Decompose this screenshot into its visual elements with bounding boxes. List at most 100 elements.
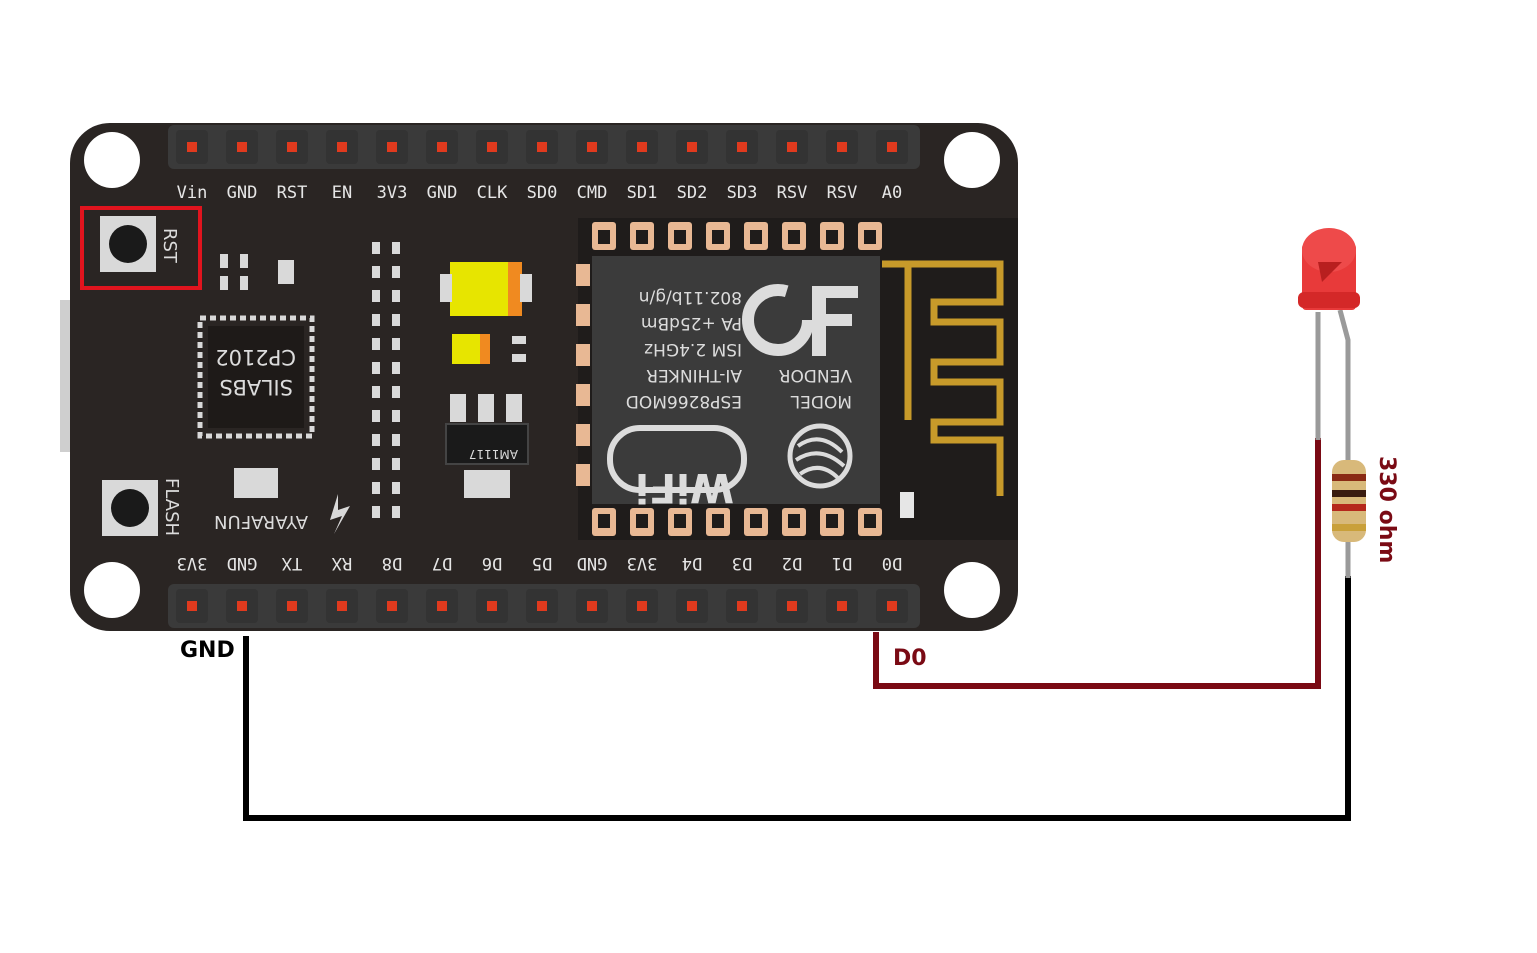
smd-pad	[392, 482, 400, 494]
module-pad-hole	[826, 230, 838, 244]
mount-hole	[944, 132, 1000, 188]
pin-dot	[437, 142, 447, 152]
bottom-pin-label: D6	[482, 553, 502, 573]
pin-dot	[487, 601, 497, 611]
resistor-value-label: 330 ohm	[1374, 456, 1399, 563]
bottom-pin-label: 3V3	[177, 553, 208, 573]
top-pin-label: EN	[332, 183, 352, 203]
top-pin-label: CLK	[477, 183, 508, 203]
pin-dot	[287, 601, 297, 611]
pin-dot	[237, 601, 247, 611]
module-side-pad	[576, 384, 590, 406]
bottom-pin-label: D2	[782, 553, 802, 573]
pcb-antenna	[882, 260, 1004, 496]
bottom-pin-label: D4	[682, 553, 702, 573]
rst-button[interactable]	[109, 225, 147, 263]
capacitor-band	[480, 334, 490, 364]
smd-pad	[372, 242, 380, 254]
smd-pad	[372, 458, 380, 470]
led-rim	[1298, 292, 1360, 308]
resistor-band	[1332, 474, 1366, 481]
top-pin-label: 3V3	[377, 183, 408, 203]
top-pin-label: SD0	[527, 183, 558, 203]
pin-dot	[737, 142, 747, 152]
pin-dot	[887, 601, 897, 611]
smd-pad	[372, 314, 380, 326]
bottom-pin-label: GND	[227, 553, 258, 573]
usb-uart-chip: CP2102 SILABS	[197, 315, 315, 439]
smd-pad	[392, 290, 400, 302]
pin-dot	[787, 142, 797, 152]
smd-pad	[392, 242, 400, 254]
pin-dot	[187, 601, 197, 611]
module-pad-hole	[598, 230, 610, 244]
pin-dot	[437, 601, 447, 611]
bottom-pins	[176, 589, 908, 623]
lightning-icon	[330, 494, 350, 534]
bottom-pin-label: 3V3	[627, 553, 658, 573]
top-pin-label: GND	[227, 183, 258, 203]
module-pads	[576, 222, 882, 536]
top-pin-label: RSV	[827, 183, 858, 203]
module-pad-hole	[750, 230, 762, 244]
pin-dot	[337, 142, 347, 152]
led-die	[1318, 262, 1342, 282]
bottom-pin-label: D5	[532, 553, 552, 573]
top-pins	[176, 130, 908, 164]
ground-wire	[243, 576, 1351, 821]
smd-part	[240, 254, 248, 268]
smd-part	[512, 354, 526, 362]
pin-dot	[787, 601, 797, 611]
regulator-pin	[478, 394, 494, 422]
module-maker-label: AI-THINKER	[646, 365, 742, 385]
smd-pad	[372, 362, 380, 374]
smd-pad	[392, 386, 400, 398]
module-side-pad	[576, 464, 590, 486]
vendor-label: VENDOR	[778, 365, 852, 385]
esp8266-module: 802.11b/g/n PA +25dBm ISM 2.4GHz AI-THIN…	[576, 218, 1018, 540]
smd-part	[220, 254, 228, 268]
led-indicator	[900, 492, 914, 518]
resistor-band	[1332, 490, 1366, 497]
smd-pad	[392, 362, 400, 374]
nodemcu-board: RST FLASH CP2102 SILABS AYARAFUN	[60, 123, 1018, 631]
pin-dot	[587, 142, 597, 152]
module-pad-hole	[788, 514, 800, 528]
flash-button[interactable]	[111, 489, 149, 527]
smd-pad	[372, 410, 380, 422]
brand-label: AYARAFUN	[214, 511, 308, 532]
module-side-pad	[576, 344, 590, 366]
mount-hole	[84, 562, 140, 618]
pin-dot	[887, 142, 897, 152]
smd-pad	[372, 266, 380, 278]
top-pin-label: A0	[882, 183, 902, 203]
regulator-label: AM1117	[469, 447, 518, 461]
module-pad-hole	[826, 514, 838, 528]
module-pad-hole	[712, 230, 724, 244]
pin-dot	[587, 601, 597, 611]
wifi-logo-text: WiFi	[635, 464, 734, 510]
bottom-pin-label: TX	[281, 553, 302, 573]
smd-pad	[372, 482, 380, 494]
pin-dot	[687, 601, 697, 611]
capacitor-lead	[440, 274, 452, 302]
top-pin-label: CMD	[577, 183, 608, 203]
module-model-label: ESP8266MOD	[626, 391, 742, 411]
pin-dot	[337, 601, 347, 611]
smd-pad	[392, 338, 400, 350]
pin-dot	[637, 601, 647, 611]
pin-dot	[837, 601, 847, 611]
smd-pad	[392, 410, 400, 422]
bottom-pin-label: D0	[882, 553, 902, 573]
bottom-pin-label: D7	[432, 553, 452, 573]
signal-wire-d0	[873, 438, 1321, 689]
smd-part	[278, 260, 294, 284]
smd-pad	[372, 506, 380, 518]
pin-dot	[387, 142, 397, 152]
led-anode-leg	[1337, 309, 1351, 440]
pin-dot	[537, 142, 547, 152]
module-pad-hole	[636, 230, 648, 244]
smd-pad	[372, 290, 380, 302]
